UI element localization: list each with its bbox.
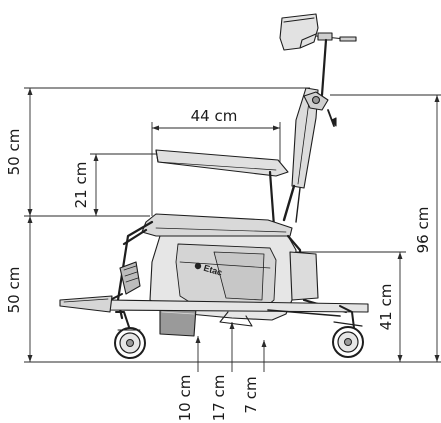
armrest-height-label: 21 cm xyxy=(72,162,90,209)
shower-chair-illustration: Etac xyxy=(59,13,369,359)
bucket-clearance-label: 41 cm xyxy=(377,284,395,331)
headrest-post xyxy=(320,38,328,97)
seat xyxy=(141,213,293,237)
headrest-clamp xyxy=(317,32,333,41)
armrest-support xyxy=(268,170,276,228)
backrest xyxy=(291,87,337,189)
ground-clearance-front-label: 10 cm xyxy=(176,375,194,422)
dimension-labels: 50 cm 50 cm 21 cm 44 cm 96 cm 41 cm 10 c… xyxy=(5,107,432,421)
front-caster-wheel xyxy=(114,311,146,359)
headrest xyxy=(279,13,357,51)
ground-clearance-rear-label: 7 cm xyxy=(242,376,260,413)
seat-depth-label: 44 cm xyxy=(191,107,238,125)
side-frame xyxy=(149,235,297,321)
base-support xyxy=(219,311,253,327)
overall-height-label: 96 cm xyxy=(414,207,432,254)
dimension-arrowheads xyxy=(27,88,440,362)
seat-height-label: 50 cm xyxy=(5,267,23,314)
rear-side-box xyxy=(289,251,319,301)
ground-clearance-middle-label: 17 cm xyxy=(210,375,228,422)
footrest xyxy=(59,261,141,313)
backrest-lower-frame xyxy=(282,184,296,222)
rear-caster-wheel xyxy=(332,305,364,358)
armrest xyxy=(155,149,289,228)
dimension-lines xyxy=(24,87,441,372)
footplate xyxy=(59,295,113,313)
back-height-label: 50 cm xyxy=(5,129,23,176)
